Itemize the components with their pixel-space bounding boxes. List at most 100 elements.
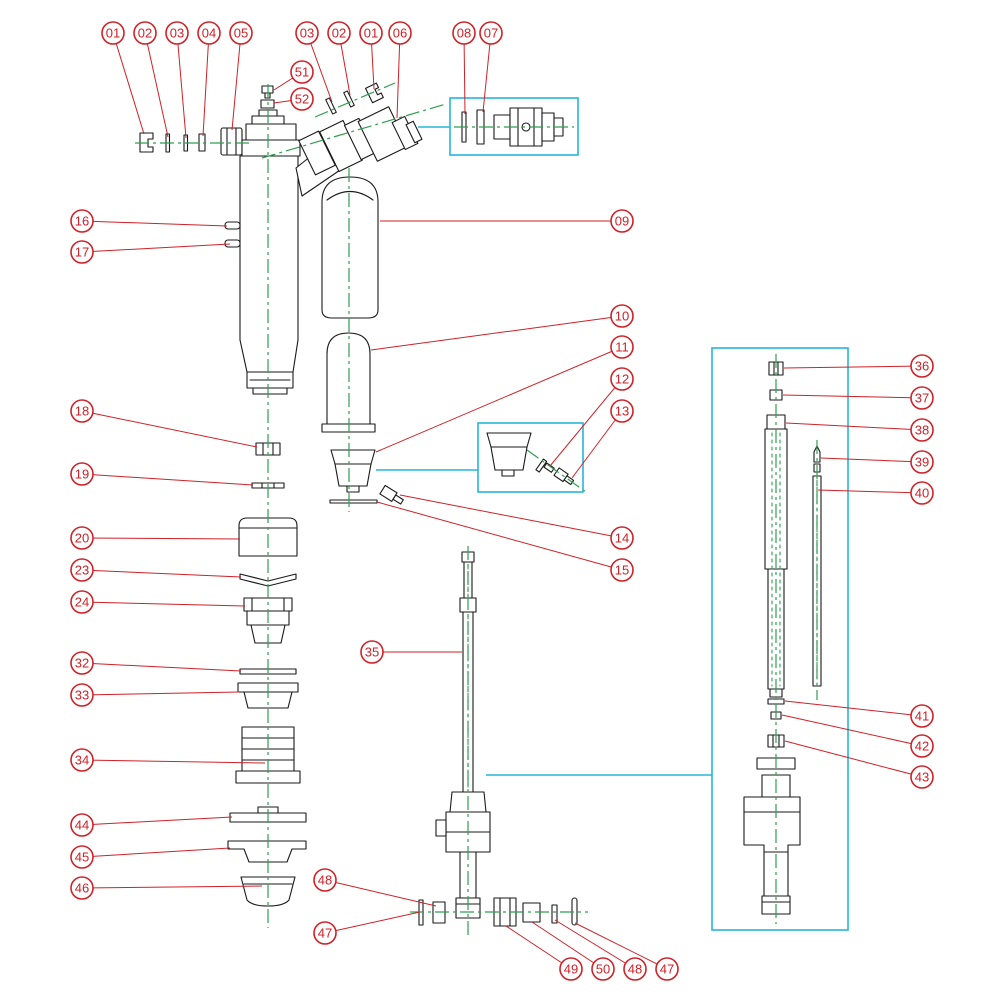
callout-17: 17 <box>70 240 231 264</box>
callout-label: 52 <box>295 92 309 107</box>
part-45-spring-guide <box>227 840 307 863</box>
callout-37: 37 <box>782 386 934 410</box>
callout-circle <box>70 399 94 423</box>
callout-circle <box>101 21 125 45</box>
callout-label: 18 <box>75 404 89 419</box>
callout-circle <box>70 876 94 900</box>
callout-label: 34 <box>75 753 89 768</box>
callout-circle <box>290 87 314 111</box>
callout-circle <box>623 957 647 981</box>
callout-circle <box>910 481 934 505</box>
callout-label: 47 <box>660 962 674 977</box>
callout-circle <box>591 957 615 981</box>
callout-label: 47 <box>318 926 332 941</box>
centerline <box>314 82 396 118</box>
part-35-damper-shaft <box>435 551 491 919</box>
callout-08: 08 <box>452 21 476 115</box>
leader-line <box>176 32 187 139</box>
callout-label: 49 <box>564 962 578 977</box>
detail-box <box>477 422 584 493</box>
callout-label: 33 <box>75 688 89 703</box>
callout-07: 07 <box>479 21 503 113</box>
part-23-cup-washer <box>239 573 297 587</box>
leader-line <box>370 315 623 351</box>
leader-line <box>574 922 668 970</box>
leader-line <box>784 740 923 778</box>
callout-circle <box>70 651 94 675</box>
callout-label: 14 <box>615 531 629 546</box>
callout-label: 19 <box>75 467 89 482</box>
leader-line <box>817 489 923 494</box>
leader-line <box>375 346 623 453</box>
callout-18: 18 <box>70 399 258 448</box>
callout-label: 40 <box>915 486 929 501</box>
callout-label: 15 <box>615 563 629 578</box>
leader-line <box>81 601 246 607</box>
part-01b-endcap <box>364 82 384 104</box>
callout-label: 09 <box>615 214 629 229</box>
leader-line <box>784 700 923 717</box>
callout-circle <box>610 558 634 582</box>
callout-label: 03 <box>300 26 314 41</box>
part-14-bolt <box>379 484 404 505</box>
callout-circle <box>610 209 634 233</box>
callout-03b: 03 <box>295 21 333 103</box>
callout-label: 51 <box>295 65 309 80</box>
callout-label: 06 <box>393 26 407 41</box>
callout-43: 43 <box>784 740 934 789</box>
callout-40: 40 <box>817 481 934 505</box>
leader-line <box>81 759 266 764</box>
centerline <box>526 449 587 493</box>
callout-10: 10 <box>370 304 634 351</box>
leader-line <box>549 378 623 467</box>
callout-circle <box>133 21 157 45</box>
callout-label: 16 <box>75 214 89 229</box>
callout-34: 34 <box>70 748 266 772</box>
leader-line <box>81 662 242 672</box>
part-09-reservoir <box>321 176 379 319</box>
callout-label: 45 <box>75 850 89 865</box>
callout-label: 50 <box>596 962 610 977</box>
shock-body <box>239 109 301 395</box>
part-11-valve-cap <box>330 449 376 493</box>
leader-line <box>324 879 437 907</box>
callout-circle <box>610 367 634 391</box>
callout-20: 20 <box>70 526 241 550</box>
callout-44: 44 <box>70 813 233 837</box>
callout-49: 49 <box>505 925 583 981</box>
callout-46: 46 <box>70 876 263 900</box>
callout-12: 12 <box>549 367 634 467</box>
callout-label: 48 <box>628 962 642 977</box>
leader-line <box>782 394 923 399</box>
callout-05a: 05 <box>229 21 253 131</box>
callout-circle <box>70 748 94 772</box>
callout-circle <box>910 704 934 728</box>
part-13-bolt <box>553 467 575 486</box>
callout-circle <box>910 450 934 474</box>
leader-line <box>324 911 421 934</box>
leader-line <box>783 365 923 369</box>
detail-valve-cap <box>486 432 532 477</box>
callout-circle <box>388 21 412 45</box>
callout-47a: 47 <box>313 911 421 945</box>
callout-circle <box>910 418 934 442</box>
part-17-pin <box>224 239 241 248</box>
leader-line <box>482 32 492 113</box>
leader-line <box>820 457 923 463</box>
part-48b-washer <box>551 904 558 924</box>
callout-label: 11 <box>615 340 629 355</box>
part-15-shim <box>329 499 378 504</box>
leader-line <box>399 494 623 539</box>
part-02b-shim <box>343 90 355 108</box>
leader-line <box>531 921 604 970</box>
callout-circle <box>910 386 934 410</box>
callout-14: 14 <box>399 494 634 550</box>
callout-42: 42 <box>781 714 934 758</box>
callout-23: 23 <box>70 558 242 582</box>
leader-line <box>81 473 254 486</box>
callout-circle <box>359 21 383 45</box>
callout-label: 32 <box>75 656 89 671</box>
callout-circle <box>327 21 351 45</box>
callout-label: 36 <box>915 359 929 374</box>
